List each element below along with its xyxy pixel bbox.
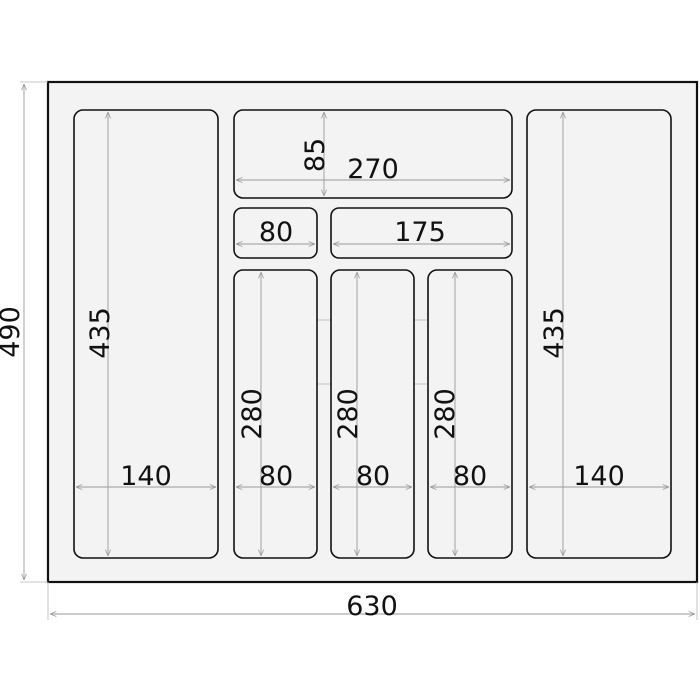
compartment-height-label: 280 [333,388,364,440]
compartment-right-long: 435 140 [526,109,672,559]
compartment-mid-wide: 175 [330,207,513,259]
compartment-height-label: 435 [539,307,570,359]
compartment-height-label: 280 [430,388,461,440]
compartment-height-label: 435 [85,307,116,359]
compartment-top-wide: 85 270 [233,109,513,199]
overall-height-label: 490 [0,306,26,358]
compartment-width-label: 175 [394,217,446,248]
compartment-width-label: 80 [356,461,390,492]
overall-width-label: 630 [346,591,398,622]
compartment-mid-small: 80 [233,207,318,259]
compartment-width-label: 140 [120,461,172,492]
compartment-height-label: 280 [237,388,268,440]
compartment-width-label: 80 [453,461,487,492]
compartment-width-label: 80 [259,217,293,248]
compartment-width-label: 80 [259,461,293,492]
compartment-slot-2: 280 80 [330,269,415,559]
compartment-width-label: 140 [573,461,625,492]
compartment-slot-1: 280 80 [233,269,318,559]
compartment-outline [233,109,513,199]
compartment-height-label: 85 [300,138,331,172]
compartment-left-long: 435 140 [73,109,219,559]
compartment-width-label: 270 [347,154,399,185]
compartment-slot-3: 280 80 [427,269,513,559]
